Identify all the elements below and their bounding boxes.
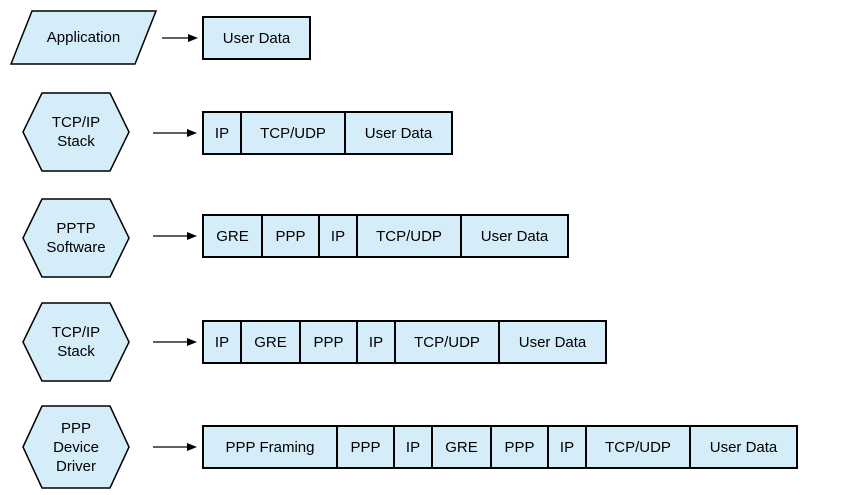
packet-segment-label: PPP Framing — [225, 438, 315, 456]
packet-segment-label: IP — [368, 333, 384, 351]
packet-segment: PPP — [261, 214, 320, 258]
right-arrow-icon — [153, 441, 197, 453]
packet-row: GRE PPP IP TCP/UDP User Data — [202, 214, 569, 258]
packet-segment: TCP/UDP — [585, 425, 691, 469]
packet-row: IP GRE PPP IP TCP/UDP User Data — [202, 320, 607, 364]
packet-segment-label: TCP/UDP — [414, 333, 480, 351]
packet-segment: TCP/UDP — [240, 111, 346, 155]
packet-segment: PPP — [336, 425, 395, 469]
packet-segment-label: User Data — [518, 333, 587, 351]
packet-segment: User Data — [498, 320, 607, 364]
packet-segment-label: IP — [330, 227, 346, 245]
packet-segment: TCP/UDP — [356, 214, 462, 258]
packet-row: PPP Framing PPP IP GRE PPP IP TCP/UDP User Data — [202, 425, 798, 469]
packet-segment: IP — [547, 425, 587, 469]
packet-row: User Data — [202, 16, 311, 60]
packet-segment-label: IP — [405, 438, 421, 456]
packet-segment: User Data — [344, 111, 453, 155]
packet-segment-label: PPP — [504, 438, 535, 456]
packet-segment: IP — [202, 111, 242, 155]
packet-segment: TCP/UDP — [394, 320, 500, 364]
packet-segment: PPP Framing — [202, 425, 338, 469]
packet-segment: User Data — [202, 16, 311, 60]
packet-segment: PPP — [490, 425, 549, 469]
packet-segment-label: User Data — [709, 438, 778, 456]
packet-segment-label: User Data — [480, 227, 549, 245]
packet-segment-label: User Data — [222, 29, 291, 47]
right-arrow-icon — [162, 32, 198, 44]
packet-segment: PPP — [299, 320, 358, 364]
packet-segment-label: PPP — [275, 227, 306, 245]
packet-segment-label: TCP/UDP — [260, 124, 326, 142]
packet-segment-label: TCP/UDP — [376, 227, 442, 245]
hexagon-outline-icon — [22, 198, 130, 278]
packet-segment: GRE — [202, 214, 263, 258]
hexagon-outline-icon — [22, 92, 130, 172]
right-arrow-icon — [153, 127, 197, 139]
packet-segment-label: GRE — [216, 227, 249, 245]
packet-segment-label: TCP/UDP — [605, 438, 671, 456]
packet-segment-label: PPP — [350, 438, 381, 456]
packet-segment: User Data — [460, 214, 569, 258]
packet-segment-label: IP — [214, 333, 230, 351]
packet-segment: IP — [318, 214, 358, 258]
packet-segment: User Data — [689, 425, 798, 469]
parallelogram-outline-icon — [10, 10, 157, 65]
packet-segment-label: IP — [214, 124, 230, 142]
packet-segment-label: User Data — [364, 124, 433, 142]
stage-shape-parallelogram: Application — [10, 10, 157, 65]
packet-row: IP TCP/UDP User Data — [202, 111, 453, 155]
packet-segment-label: PPP — [313, 333, 344, 351]
hexagon-outline-icon — [22, 405, 130, 489]
packet-segment: IP — [202, 320, 242, 364]
packet-segment-label: GRE — [254, 333, 287, 351]
packet-segment: GRE — [240, 320, 301, 364]
packet-segment-label: GRE — [445, 438, 478, 456]
hexagon-outline-icon — [22, 302, 130, 382]
packet-segment: GRE — [431, 425, 492, 469]
packet-segment-label: IP — [559, 438, 575, 456]
right-arrow-icon — [153, 336, 197, 348]
right-arrow-icon — [153, 230, 197, 242]
packet-segment: IP — [393, 425, 433, 469]
packet-segment: IP — [356, 320, 396, 364]
